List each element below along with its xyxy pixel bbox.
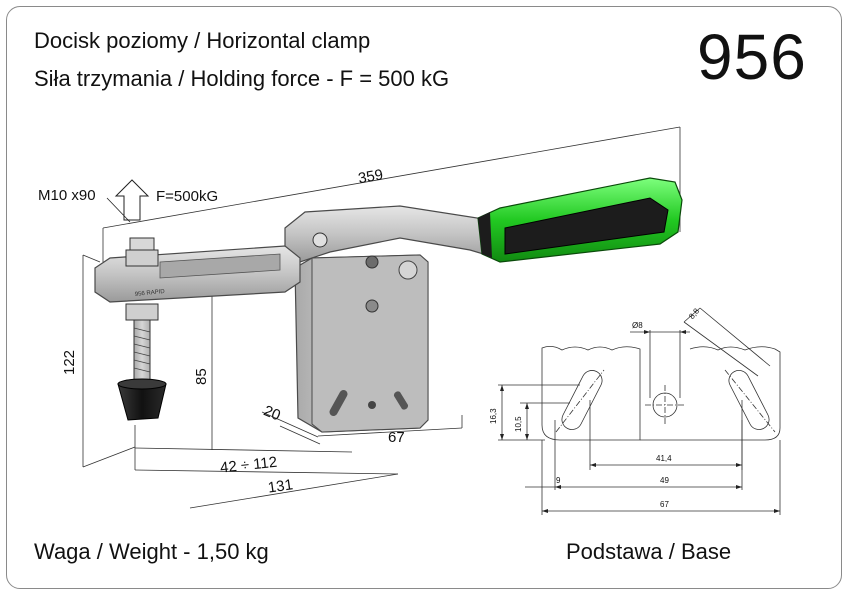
base-caption: Podstawa / Base <box>566 539 732 564</box>
drawing-sheet-frame <box>6 6 842 589</box>
dim-height-inner: 10,5 <box>514 416 523 432</box>
force-label: F=500kG <box>156 188 218 205</box>
dim-spindle-height: 85 <box>193 368 210 385</box>
weight-label: Waga / Weight - 1,50 kg <box>34 539 269 564</box>
clamp-body: 956 RAPID <box>94 177 683 433</box>
spindle-leader-line <box>106 197 131 223</box>
model-number: 956 <box>697 21 807 93</box>
dim-inner-spacing: 49 <box>660 476 669 485</box>
dim-base-offset: 20 <box>261 402 283 424</box>
title-holding-force: Siła trzymania / Holding force - F = 500… <box>34 66 450 91</box>
dim-reach-range: 42 ÷ 112 <box>219 454 278 477</box>
dim-total-width: 67 <box>660 500 669 509</box>
dim-slot-spacing: 41,4 <box>656 454 672 463</box>
dim-overall-length: 359 <box>357 166 385 187</box>
dimension-lines <box>82 126 681 509</box>
dim-base-length: 67 <box>388 429 405 446</box>
dim-offset: 9 <box>556 476 561 485</box>
title-product-name: Docisk poziomy / Horizontal clamp <box>34 28 371 53</box>
dim-hole-diameter: Ø8 <box>632 321 643 330</box>
base-footprint: Ø8 8,8 16,3 10,5 41,4 49 9 67 <box>489 306 781 515</box>
dim-total-reach: 131 <box>267 476 294 496</box>
spindle-size-label: M10 x90 <box>38 187 96 204</box>
arm-engraving: 956 RAPID <box>135 289 166 298</box>
force-arrow-icon <box>114 179 150 221</box>
dim-height-outer: 16,3 <box>489 408 498 424</box>
dim-overall-height: 122 <box>61 350 78 375</box>
